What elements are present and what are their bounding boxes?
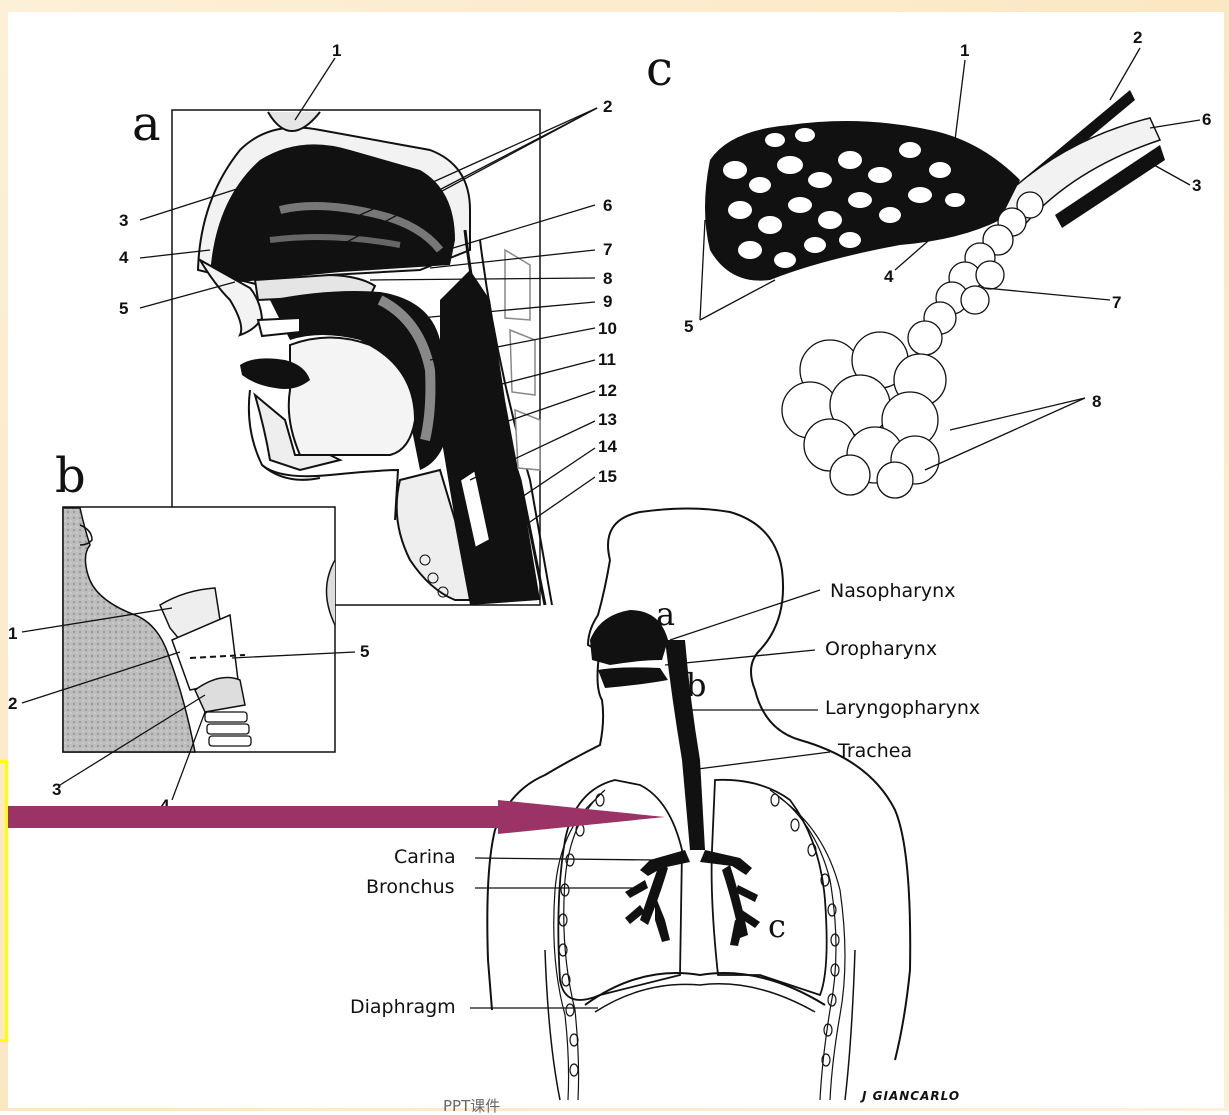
yellow-highlight-box xyxy=(0,760,8,1042)
footer-caption: PPT课件 xyxy=(443,1099,500,1114)
